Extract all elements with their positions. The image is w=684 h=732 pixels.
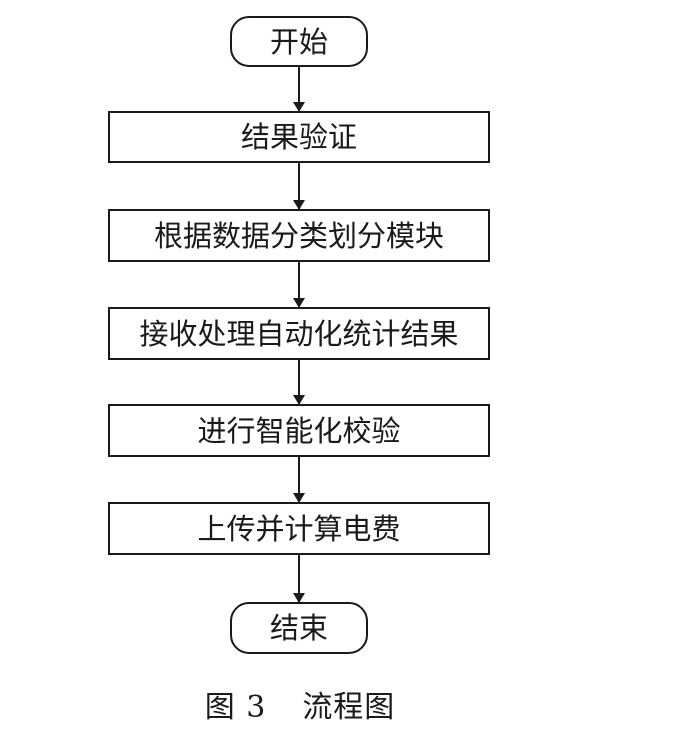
start-label: 开始 bbox=[270, 25, 328, 59]
step-3-label: 接收处理自动化统计结果 bbox=[139, 317, 458, 351]
end-terminal bbox=[230, 602, 368, 654]
figure-caption-title: 流程图 bbox=[302, 690, 396, 725]
step-1-box bbox=[108, 111, 490, 163]
step-3-box bbox=[108, 307, 490, 360]
figure-caption-label: 图 3 bbox=[204, 690, 267, 725]
figure-caption: 图 3 流程图 bbox=[0, 682, 600, 726]
step-5-box bbox=[108, 502, 490, 555]
step-4-box bbox=[108, 404, 490, 457]
step-2-label: 根据数据分类划分模块 bbox=[154, 219, 444, 253]
step-5-label: 上传并计算电费 bbox=[197, 512, 400, 546]
step-1-label: 结果验证 bbox=[241, 120, 357, 154]
step-4-label: 进行智能化校验 bbox=[197, 414, 400, 448]
end-label: 结束 bbox=[270, 611, 328, 645]
